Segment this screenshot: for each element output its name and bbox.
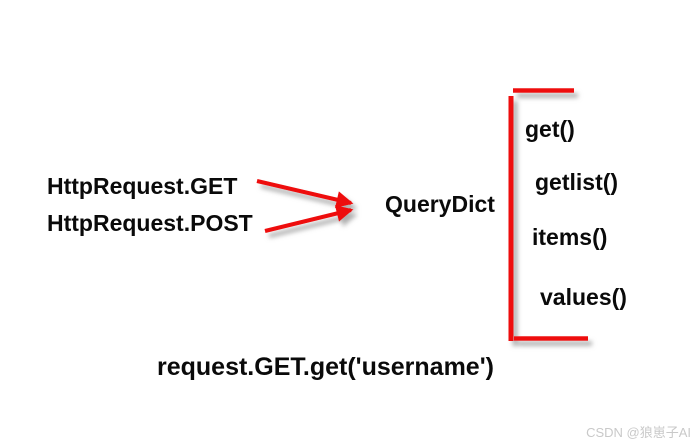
arrow-get-to-querydict bbox=[256, 179, 354, 208]
csdn-watermark: CSDN @狼崽子AI bbox=[586, 425, 691, 440]
httprequest-get-label: HttpRequest.GET bbox=[47, 173, 238, 199]
httprequest-post-label: HttpRequest.POST bbox=[47, 210, 253, 236]
arrow-post-to-querydict bbox=[264, 205, 354, 233]
example-code-label: request.GET.get('username') bbox=[157, 353, 494, 381]
method-getlist-label: getlist() bbox=[535, 169, 619, 195]
method-get-label: get() bbox=[525, 116, 575, 142]
method-items-label: items() bbox=[532, 224, 608, 250]
querydict-label: QueryDict bbox=[385, 191, 495, 217]
method-values-label: values() bbox=[540, 284, 627, 310]
